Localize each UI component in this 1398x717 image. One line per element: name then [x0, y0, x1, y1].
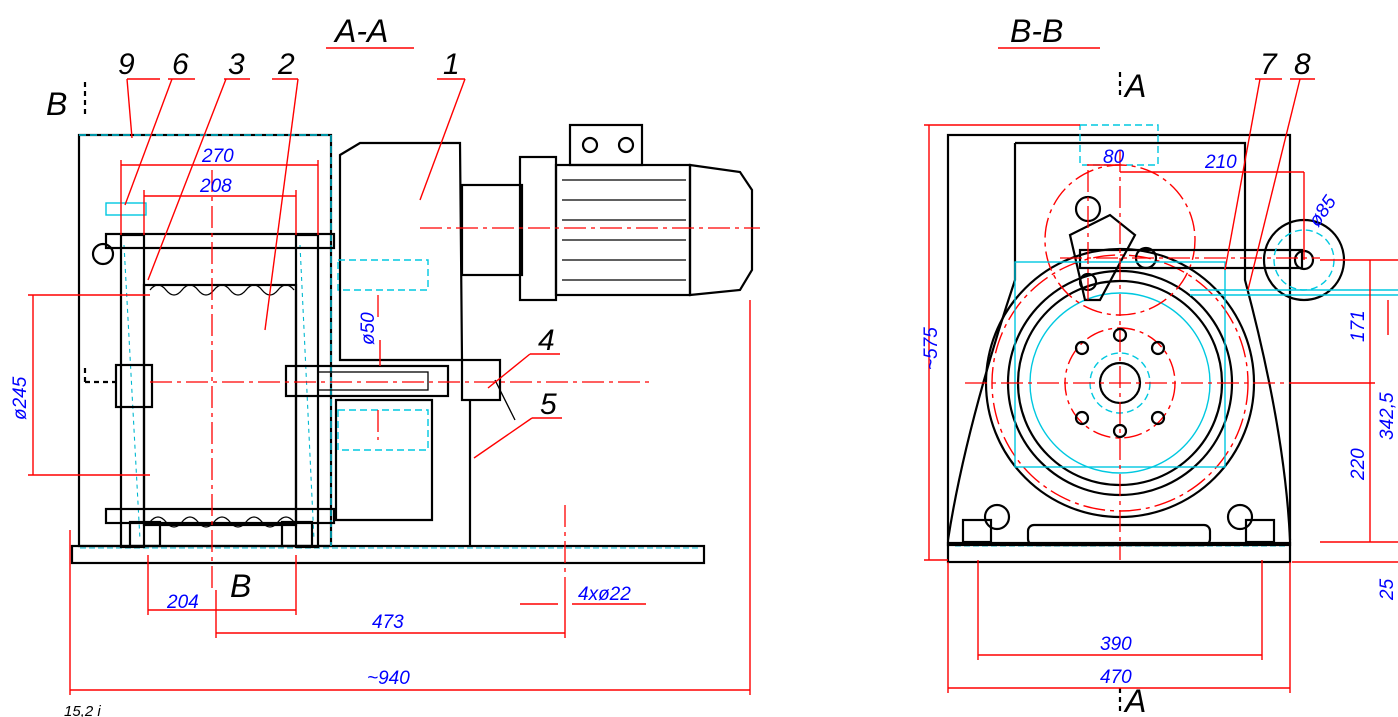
section-aa-view	[28, 47, 760, 695]
dim-940: ~940	[367, 668, 410, 689]
rope-coils-bottom	[149, 516, 295, 528]
part-number-7: 7	[1260, 48, 1278, 81]
dim-4x22: 4xø22	[578, 584, 631, 605]
dim-470: 470	[1100, 667, 1132, 688]
dim-85: ø85	[1305, 192, 1341, 231]
tie-rod-bottom	[104, 507, 336, 525]
gearbox-lower	[334, 398, 434, 522]
dim-80: 80	[1103, 147, 1125, 168]
cut-marker-b-bottom: B	[230, 568, 251, 604]
dim-210: 210	[1204, 152, 1237, 173]
dim-25: 25	[1377, 578, 1398, 601]
part-number-9: 9	[118, 48, 135, 81]
limit-switch	[460, 358, 502, 402]
foot-bolt-right	[280, 520, 314, 548]
motor-body	[554, 163, 692, 297]
part-number-2: 2	[277, 48, 295, 81]
dim-390: 390	[1100, 634, 1132, 655]
bb-side-plate	[946, 141, 1292, 541]
cut-marker-a-bottom: A	[1123, 683, 1146, 717]
dim-270: 270	[201, 146, 234, 167]
dim-208: 208	[199, 176, 232, 197]
dim-171: 171	[1348, 310, 1369, 342]
part-number-1: 1	[443, 48, 460, 81]
bb-lever-arm	[1078, 248, 1304, 270]
footnote-text: 15,2 i	[64, 703, 101, 717]
drum	[142, 283, 298, 527]
dim-473: 473	[372, 612, 404, 633]
section-bb-title: B-B	[1010, 13, 1063, 49]
motor-coupling	[460, 183, 524, 277]
rope-coils-top	[149, 284, 295, 296]
part-number-3: 3	[228, 48, 245, 81]
foot-bolt-left	[128, 520, 162, 548]
dim-204: 204	[166, 592, 199, 613]
cut-marker-a-top: A	[1123, 68, 1146, 104]
bb-base	[946, 541, 1292, 564]
part-number-5: 5	[540, 388, 557, 421]
drum-shaft	[284, 364, 450, 398]
motor-end-cap	[688, 163, 754, 297]
part-number-6: 6	[172, 48, 189, 81]
part-number-4: 4	[538, 324, 555, 357]
dim-575: ~575	[921, 327, 942, 370]
dim-342-5: 342,5	[1377, 392, 1398, 440]
drum-left-plate	[119, 233, 146, 549]
tie-rod-top	[104, 232, 336, 250]
bb-foot-bolt-left	[961, 518, 993, 544]
section-aa-title: A-A	[333, 13, 388, 49]
dim-220: 220	[1348, 448, 1369, 481]
base-plate	[70, 544, 706, 565]
cut-marker-b-top: B	[46, 86, 67, 122]
dim-245: ø245	[10, 376, 31, 420]
part-number-8: 8	[1294, 48, 1311, 81]
bb-foot-bolt-right	[1244, 518, 1276, 544]
section-bb-view	[924, 47, 1398, 712]
dim-50: ø50	[358, 312, 379, 345]
terminal-box	[568, 123, 644, 167]
